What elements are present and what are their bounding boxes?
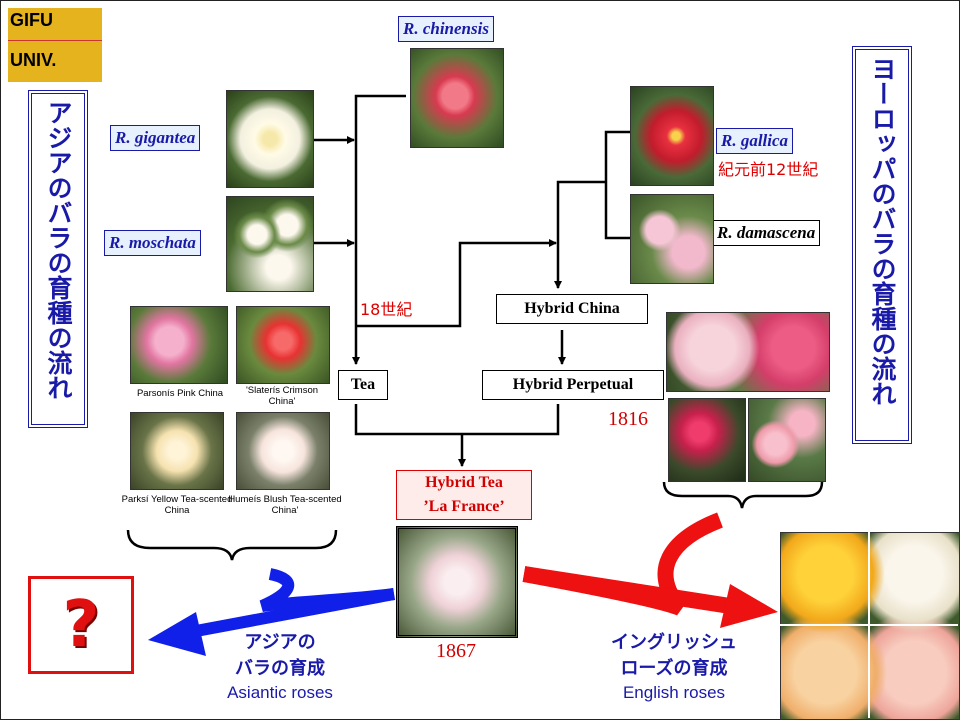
- node-hybrid-tea: Hybrid Tea ’La France’: [396, 470, 532, 520]
- photo-r-gallica: [630, 86, 714, 186]
- asian-jp-line1: アジアの: [244, 632, 316, 653]
- english-jp-line2: ローズの育成: [620, 658, 728, 679]
- node-hybrid-perpetual: Hybrid Perpetual: [482, 370, 664, 400]
- right-brace: [662, 481, 824, 509]
- asian-en: Asiantic roses: [227, 683, 333, 702]
- right-title: ヨーロッパのバラの育種の流れ: [868, 56, 897, 406]
- logo-line2: UNIV.: [10, 50, 57, 70]
- europe-bracket: [604, 130, 632, 240]
- photo-parks-yellow: [130, 412, 224, 490]
- photo-r-moschata: [226, 196, 314, 292]
- right-title-box: ヨーロッパのバラの育種の流れ: [852, 46, 912, 444]
- left-title-box: アジアのバラの育種の流れ: [28, 90, 88, 428]
- asian-jp-line2: バラの育成: [235, 658, 325, 679]
- logo-line1: GIFU: [10, 10, 53, 30]
- node-tea: Tea: [338, 370, 388, 400]
- unknown-box: ?: [28, 576, 134, 674]
- photo-hybrid-perpetual-3: [748, 398, 826, 482]
- red-arrow-head: [720, 584, 778, 628]
- line-to-hybrid-china: [554, 180, 606, 289]
- label-r-gigantea: R. gigantea: [110, 125, 201, 151]
- label-r-moschata: R. moschata: [104, 230, 201, 256]
- photo-slaters-crimson-china: [236, 306, 330, 384]
- question-mark: ?: [62, 588, 100, 662]
- photo-humes-blush: [236, 412, 330, 490]
- label-r-damascena: R. damascena: [712, 220, 821, 246]
- photo-r-gigantea: [226, 90, 314, 188]
- logo-gifu-block: GIFU: [8, 8, 102, 42]
- photo-r-damascena: [630, 194, 714, 284]
- node-hybrid-china: Hybrid China: [496, 294, 648, 324]
- annotation-1867: 1867: [436, 640, 476, 662]
- caption-parks-yellow: Parksí Yellow Tea-scented China: [121, 494, 233, 516]
- logo-univ-block: UNIV.: [8, 42, 102, 82]
- hybrid-tea-line1: Hybrid Tea: [425, 474, 503, 491]
- english-en: English roses: [622, 683, 726, 702]
- label-r-chinensis: R. chinensis: [398, 16, 494, 42]
- caption-humes-blush: Humeís Blush Tea-scented China': [228, 494, 342, 516]
- red-arrow-shaft: [522, 566, 732, 614]
- grid-divider-h: [780, 624, 958, 626]
- hybrid-tea-line2: ’La France’: [423, 498, 505, 515]
- photo-hybrid-perpetual-2: [668, 398, 746, 482]
- join-line: [354, 404, 560, 436]
- annotation-18c: 18世紀: [360, 300, 413, 319]
- english-jp-line1: イングリッシュ: [611, 632, 737, 653]
- caption-parsons-pink-china: Parsonís Pink China: [136, 388, 224, 399]
- line-18c-branch: [356, 239, 557, 328]
- line-to-tea: [352, 94, 406, 365]
- annotation-bc12: 紀元前12世紀: [718, 160, 819, 179]
- caption-slaters-crimson-china: 'Slaterís Crimson China': [245, 385, 319, 407]
- blue-arrow-shaft: [178, 588, 396, 640]
- label-r-gallica: R. gallica: [716, 128, 794, 154]
- photo-hybrid-perpetual-1: [666, 312, 830, 392]
- photo-r-chinensis: [410, 48, 504, 148]
- blue-arrow-head: [148, 612, 206, 656]
- asian-roses-label: アジアの バラの育成 Asiantic roses: [200, 630, 360, 704]
- left-title: アジアのバラの育種の流れ: [44, 100, 73, 400]
- english-roses-label: イングリッシュ ローズの育成 English roses: [586, 630, 762, 704]
- logo-divider: [8, 40, 102, 41]
- annotation-1816: 1816: [608, 408, 648, 430]
- photo-la-france: [396, 526, 518, 638]
- photo-parsons-pink-china: [130, 306, 228, 384]
- photo-english-roses: [780, 532, 960, 720]
- left-brace: [126, 529, 338, 561]
